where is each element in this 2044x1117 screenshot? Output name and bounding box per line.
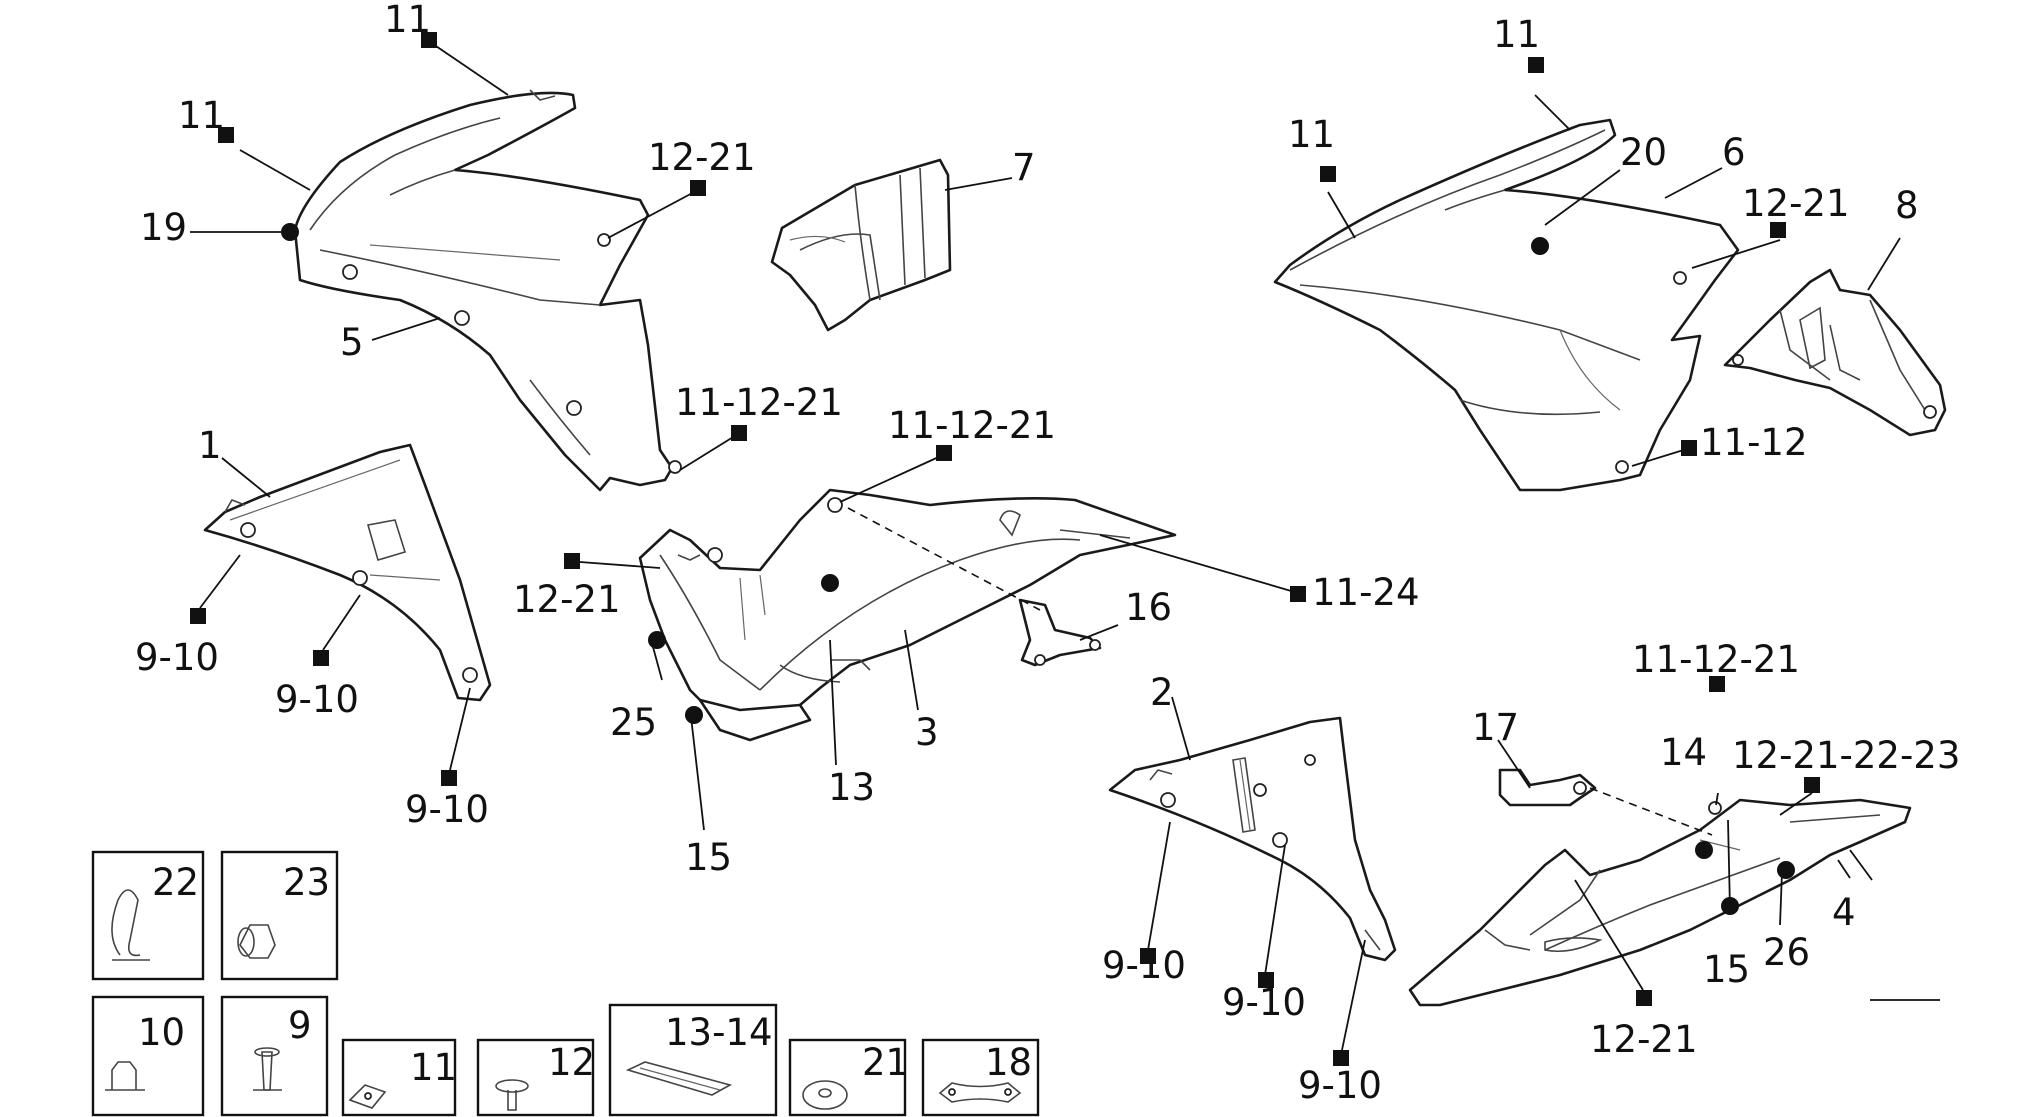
legend-box-21: 21 [788, 1038, 909, 1117]
callout-label: 9-10 [1222, 981, 1306, 1024]
callout-label: 14 [1660, 731, 1707, 774]
callout-label: 20 [1620, 131, 1667, 174]
callout-label: 1 [198, 424, 222, 467]
callout-label: 5 [340, 321, 364, 364]
callout-label: 9-10 [275, 678, 359, 721]
callout-label: 3 [915, 711, 939, 754]
bracket-part-16 [1018, 598, 1102, 667]
legend-label: 21 [862, 1041, 909, 1084]
callout-label: 12-21 [1590, 1018, 1698, 1061]
legend-box-9: 9 [220, 995, 329, 1117]
bracket-part-17 [1498, 768, 1597, 807]
callout-label: 12-21 [513, 578, 621, 621]
legend-label: 12 [548, 1041, 595, 1084]
air-duct-part-7 [770, 158, 952, 332]
left-side-panel-part-1 [203, 443, 492, 702]
legend-label: 13-14 [665, 1011, 773, 1054]
legend-box-10: 10 [91, 995, 205, 1117]
callout-label: 15 [685, 836, 732, 879]
callout-label: 4 [1832, 891, 1856, 934]
callout-labels: 11 11 19 12-21 7 5 11-12-21 11-12-21 1 9… [135, 0, 1960, 1107]
legend-label: 11 [410, 1046, 457, 1089]
lead-lines [190, 41, 1940, 1051]
legend-box-18: 18 [921, 1038, 1040, 1117]
callout-label: 15 [1703, 948, 1750, 991]
right-side-panel-part-2 [1108, 716, 1397, 962]
callout-label: 11-12-21 [675, 381, 843, 424]
callout-label: 26 [1763, 931, 1810, 974]
round-markers [281, 223, 1795, 915]
callout-label: 7 [1012, 146, 1036, 189]
callout-label: 8 [1895, 184, 1919, 227]
callout-label: 12-21 [1742, 182, 1850, 225]
callout-label: 6 [1722, 131, 1746, 174]
callout-label: 11 [1493, 13, 1540, 56]
callout-label: 12-21-22-23 [1732, 734, 1960, 777]
legend-label: 18 [985, 1041, 1032, 1084]
right-belly-pan-part-4 [1408, 798, 1912, 1007]
legend-label: 9 [288, 1004, 312, 1047]
callout-label: 13 [828, 766, 875, 809]
callout-label: 11 [178, 94, 225, 137]
callout-label: 9-10 [405, 788, 489, 831]
callout-label: 11-12-21 [1632, 638, 1800, 681]
legend-box-23: 23 [220, 850, 339, 981]
belly-pan-part-3 [638, 488, 1177, 742]
legend-box-22: 22 [91, 850, 205, 981]
hardware-legend: 22 23 10 9 11 [91, 850, 1040, 1117]
callout-label: 19 [140, 206, 187, 249]
callout-label: 16 [1125, 586, 1172, 629]
callout-label: 9-10 [1102, 944, 1186, 987]
legend-label: 22 [152, 861, 199, 904]
callout-label: 25 [610, 701, 657, 744]
legend-box-13-14: 13-14 [608, 1003, 778, 1117]
callout-label: 9-10 [1298, 1064, 1382, 1107]
callout-label: 11-12 [1700, 421, 1808, 464]
callout-label: 11-24 [1312, 571, 1420, 614]
left-upper-fairing-part-5 [293, 89, 682, 492]
callout-label: 11-12-21 [888, 404, 1056, 447]
right-upper-fairing-part-6 [1273, 118, 1740, 492]
callout-label: 11 [1288, 113, 1335, 156]
callout-label: 17 [1472, 706, 1519, 749]
callout-label: 2 [1150, 671, 1174, 714]
legend-label: 10 [138, 1011, 185, 1054]
bracket-part-8 [1723, 268, 1947, 437]
square-markers [190, 32, 1820, 1066]
callout-label: 12-21 [648, 136, 756, 179]
callout-label: 11 [384, 0, 431, 41]
callout-label: 9-10 [135, 636, 219, 679]
legend-box-12: 12 [476, 1038, 595, 1117]
legend-box-11: 11 [341, 1038, 457, 1117]
legend-label: 23 [283, 861, 330, 904]
